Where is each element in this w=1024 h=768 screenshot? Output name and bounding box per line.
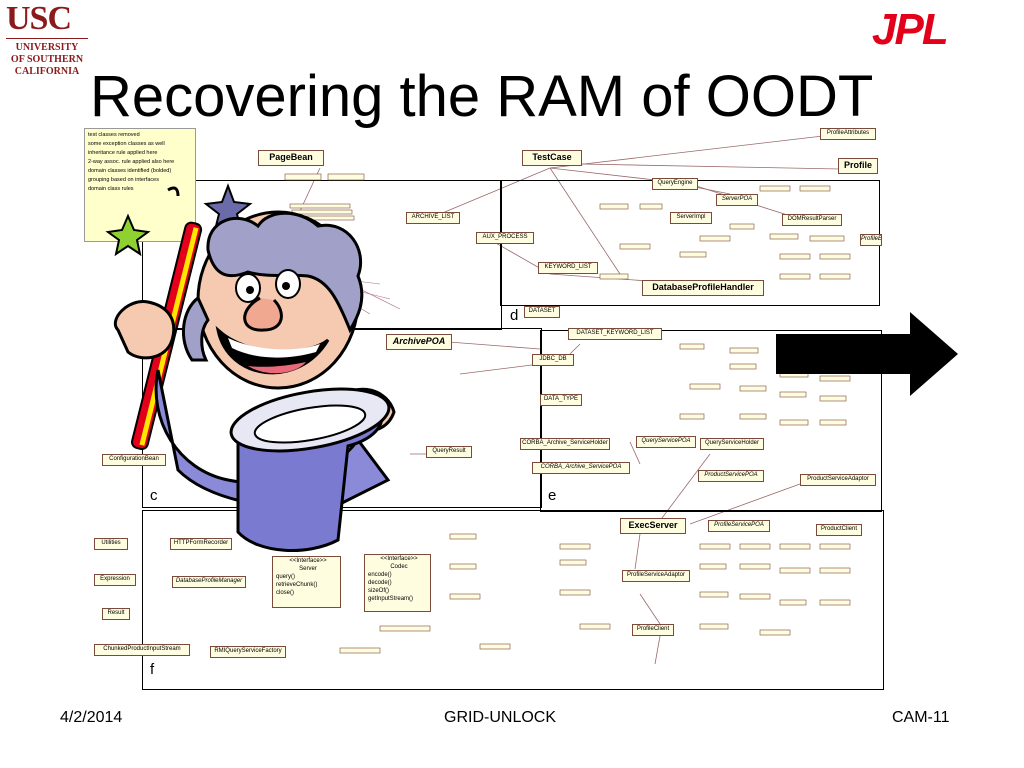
diagram-connectors	[279, 133, 841, 665]
wizard-clipart	[105, 183, 396, 552]
class-profile-service-poa: ProfileServicePOA	[708, 520, 770, 532]
jpl-logo: JPL	[872, 8, 1012, 52]
class-product-service-poa: ProductServicePOA	[698, 470, 764, 482]
class-product-service-adaptor: ProductServiceAdaptor	[800, 474, 876, 486]
class-result: Result	[102, 608, 130, 620]
annotation-note: test classes removed some exception clas…	[84, 128, 196, 242]
server-stereotype: <<Interface>>	[289, 558, 327, 564]
codec-stereotype: <<Interface>>	[380, 556, 418, 562]
class-archive-list: ARCHIVE_LIST	[406, 212, 460, 224]
note-line: domain classes identified (bolded)	[88, 168, 172, 174]
class-page-bean: PageBean	[258, 150, 324, 166]
class-chunked-product-input-stream: ChunkedProductInputStream	[94, 644, 190, 656]
pane-label-e: e	[548, 487, 557, 504]
class-rmi-query-service-factory: RMIQueryServiceFactory	[210, 646, 286, 658]
class-profile-service-adaptor: ProfileServiceAdaptor	[622, 570, 690, 582]
class-expression: Expression	[94, 574, 136, 586]
footer-slide-number: CAM-11	[892, 709, 950, 726]
note-line: test classes removed	[88, 132, 140, 138]
server-name: Server	[299, 566, 317, 572]
class-query-service-holder: QueryServiceHolder	[700, 438, 764, 450]
class-server-impl: ServerImpl	[670, 212, 712, 224]
class-dataset: DATASET	[524, 306, 560, 318]
class-query-service-poa: QueryServicePOA	[636, 436, 696, 448]
class-profile-client: ProfileClient	[632, 624, 674, 636]
usc-logo-rule	[6, 38, 88, 39]
class-test-case: TestCase	[522, 150, 582, 166]
class-query-engine: QueryEngine	[652, 178, 698, 190]
jpl-logo-mark: JPL	[872, 5, 949, 54]
class-data-type: DATA_TYPE	[540, 394, 582, 406]
pane-label-f: f	[150, 661, 155, 678]
pane-label-c: c	[150, 487, 158, 504]
slide-title: Recovering the RAM of OODT	[90, 64, 874, 129]
usc-logo-mark: USC	[6, 0, 72, 37]
server-op: close()	[276, 590, 295, 596]
right-arrow-icon	[776, 312, 958, 396]
class-corba-archive-service-poa: CORBA_Archive_ServicePOA	[532, 462, 630, 474]
class-configuration-bean: ConfigurationBean	[102, 454, 166, 466]
minor-classes	[284, 173, 851, 654]
usc-logo-line3: CALIFORNIA	[14, 66, 80, 77]
class-exec-server: ExecServer	[620, 518, 686, 534]
note-line: 2-way assoc. rule applied also here	[88, 159, 175, 165]
note-line: grouping based on interfaces	[88, 177, 159, 183]
class-server-interface: <<Interface>> Server query() retrieveChu…	[272, 556, 341, 608]
class-aux-process: AUX_PROCESS	[476, 232, 534, 244]
class-dom-result-parser: DOMResultParser	[782, 214, 842, 226]
server-op: retrieveChunk()	[276, 582, 318, 588]
class-profile-attributes: ProfileAttributes	[820, 128, 876, 140]
class-profile-element: ProfileElement	[860, 234, 882, 246]
class-database-profile-manager: DatabaseProfileManager	[172, 576, 246, 588]
footer-title: GRID-UNLOCK	[444, 709, 557, 726]
class-profile: Profile	[838, 158, 878, 174]
class-corba-archive-service-holder: CORBA_Archive_ServiceHolder	[520, 438, 610, 450]
codec-name: Codec	[390, 564, 408, 570]
class-archive-poa: ArchivePOA	[386, 334, 452, 350]
class-keyword-list: KEYWORD_LIST	[538, 262, 598, 274]
codec-op: encode()	[368, 572, 392, 578]
note-line: inheritance rule applied here	[88, 150, 158, 156]
uml-diagram: d c e f test classes removed some except…	[80, 124, 890, 690]
class-server-poa: ServerPOA	[716, 194, 758, 206]
class-query-result: QueryResult	[426, 446, 472, 458]
footer-date: 4/2/2014	[60, 709, 123, 726]
class-jdbc-db: JDBC_DB	[532, 354, 574, 366]
pane-f	[142, 510, 884, 690]
codec-op: getInputStream()	[368, 596, 414, 602]
usc-logo-line2: OF SOUTHERN	[10, 54, 84, 65]
class-utilities: Utilities	[94, 538, 128, 550]
class-product-client: ProductClient	[816, 524, 862, 536]
note-line: domain class rules	[88, 186, 134, 192]
pane-e	[540, 330, 882, 512]
class-database-profile-handler: DatabaseProfileHandler	[642, 280, 764, 296]
usc-logo-line1: UNIVERSITY	[15, 42, 79, 53]
pane-label-d: d	[510, 307, 519, 324]
codec-op: decode()	[368, 580, 392, 586]
class-codec-interface: <<Interface>> Codec encode() decode() si…	[364, 554, 431, 612]
codec-op: sizeOf()	[368, 588, 389, 594]
note-line: some exception classes as well	[88, 141, 165, 147]
class-dataset-keyword-list: DATASET_KEYWORD_LIST	[568, 328, 662, 340]
server-op: query()	[276, 574, 296, 580]
class-http-form-recorder: HTTPFormRecorder	[170, 538, 232, 550]
usc-logo: USC UNIVERSITY OF SOUTHERN CALIFORNIA	[6, 0, 88, 86]
